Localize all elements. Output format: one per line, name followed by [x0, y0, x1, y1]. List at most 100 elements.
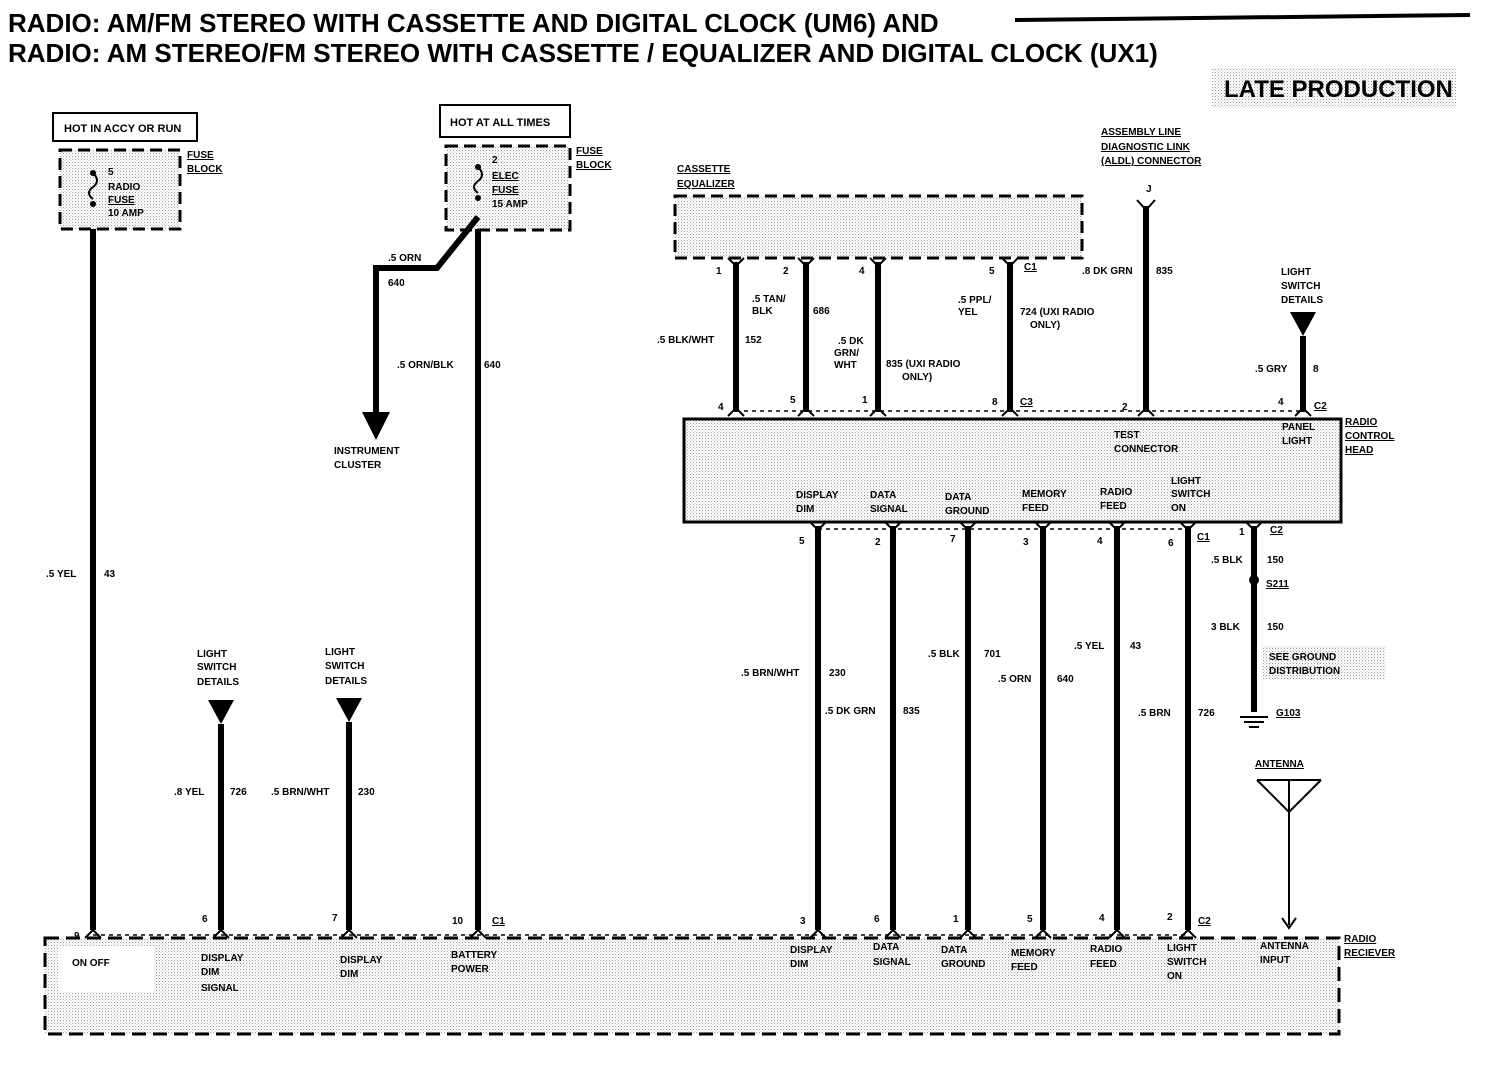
ch-top-conn-c2: C2: [1314, 401, 1327, 412]
on-off-clear: [58, 946, 154, 992]
radio-control-head-box: [682, 417, 1343, 524]
ch-top-pin-8: 8: [992, 397, 998, 408]
ls1-label-1: LIGHT: [197, 649, 227, 660]
rx-pin-2: 2: [1167, 912, 1173, 923]
ls3-label-3: DETAILS: [1281, 295, 1323, 306]
eq-pin-2: 2: [783, 266, 789, 277]
ls1-label-2: SWITCH: [197, 662, 236, 673]
receiver-label-1: RADIO: [1344, 934, 1376, 945]
battery-wire-color: .5 ORN/BLK: [397, 360, 454, 371]
equalizer-label-2: EQUALIZER: [677, 179, 736, 190]
ch-fn-ls-b: SWITCH: [1171, 489, 1210, 500]
panel-pin-end-icon: [1294, 406, 1312, 417]
rx-fn-dd2-a: DISPLAY: [790, 945, 833, 956]
cluster-label-2: CLUSTER: [334, 460, 382, 471]
eq-wire3-color3: WHT: [834, 360, 857, 371]
rx-fn-data-b: SIGNAL: [873, 957, 911, 968]
radio-receiver-box: [43, 936, 1341, 1036]
fuse-block-left-1: FUSE: [187, 150, 214, 161]
hot-accy-label: HOT IN ACCY OR RUN: [64, 123, 181, 135]
aldl-label-1: ASSEMBLY LINE: [1101, 127, 1181, 138]
rx-fn-dgnd-a: DATA: [941, 945, 967, 956]
mid2-color: .5 DK GRN: [825, 706, 876, 717]
elec-fuse-rating: 15 AMP: [492, 199, 528, 210]
dim1-color: .8 YEL: [174, 787, 204, 798]
wire-accy-color: .5 YEL: [46, 569, 76, 580]
aldl-pin-end-icon: [1137, 406, 1155, 417]
rx-fn-bat-b: POWER: [451, 964, 490, 975]
rx-fn-ant-a: ANTENNA: [1260, 941, 1309, 952]
ls1-label-3: DETAILS: [197, 677, 239, 688]
receiver-label-2: RECIEVER: [1344, 948, 1396, 959]
receiver-pin-ends: [84, 928, 1197, 939]
ch-bot-pin-6: 6: [1168, 538, 1174, 549]
elec-fuse-icon: [473, 164, 483, 201]
aldl-pin: J: [1146, 184, 1152, 195]
mid5-circuit: 43: [1130, 641, 1142, 652]
title-line-2: RADIO: AM STEREO/FM STEREO WITH CASSETTE…: [8, 38, 1158, 68]
rx-fn-dds-b: DIM: [201, 967, 219, 978]
ch-fn-radio-b: FEED: [1100, 501, 1127, 512]
eq-wire4-circuit2: ONLY): [1030, 320, 1060, 331]
panel-light-2: LIGHT: [1282, 436, 1312, 447]
rx-fn-radio-b: FEED: [1090, 959, 1117, 970]
rx-fn-dgnd-b: GROUND: [941, 959, 985, 970]
ch-bot-pin-4: 4: [1097, 536, 1103, 547]
rx-pin-3: 3: [800, 916, 806, 927]
ch-bot-pin-7: 7: [950, 534, 956, 545]
see-ground-2: DISTRIBUTION: [1269, 666, 1340, 677]
rx-fn-radio-a: RADIO: [1090, 944, 1122, 955]
ch-fn-dgnd-b: GROUND: [945, 506, 989, 517]
eq-wire4-color2: YEL: [958, 307, 977, 318]
mid1-color: .5 BRN/WHT: [741, 668, 799, 679]
test-connector-2: CONNECTOR: [1114, 444, 1179, 455]
test-connector-1: TEST: [1114, 430, 1140, 441]
dim1-circuit: 726: [230, 787, 247, 798]
rx-conn-c2: C2: [1198, 916, 1211, 927]
cluster-label-1: INSTRUMENT: [334, 446, 400, 457]
mid1-circuit: 230: [829, 668, 846, 679]
rx-pin-4: 4: [1099, 913, 1105, 924]
eq-wire3-circuit: 835 (UXI RADIO: [886, 359, 961, 370]
eq-wire4-color1: .5 PPL/: [958, 295, 992, 306]
rx-fn-onoff: ON OFF: [72, 958, 110, 969]
ch-top-pin-4b: 4: [1278, 397, 1284, 408]
hot-all-times-box: [439, 104, 571, 138]
ground-color-1: .5 BLK: [1211, 555, 1243, 566]
dim2-circuit: 230: [358, 787, 375, 798]
ground-symbol-icon: [1240, 716, 1268, 728]
rx-fn-ant-b: INPUT: [1260, 955, 1290, 966]
eq-wire2-color1: .5 TAN/: [752, 294, 786, 305]
elec-fuse-block: [444, 144, 572, 232]
hot-all-times-label: HOT AT ALL TIMES: [450, 117, 550, 129]
ground-color-2: 3 BLK: [1211, 622, 1241, 633]
late-production-badge: [1212, 68, 1456, 108]
ch-fn-data-a: DATA: [870, 490, 896, 501]
eq-wires: [727, 257, 1019, 417]
equalizer-conn-c1: C1: [1024, 262, 1037, 273]
mid6-circuit: 726: [1198, 708, 1215, 719]
rx-fn-mem-b: FEED: [1011, 962, 1038, 973]
mid-wires: [809, 521, 1197, 930]
control-head-label-1: RADIO: [1345, 417, 1377, 428]
title-rule: [1014, 13, 1471, 22]
antenna-icon: [1256, 779, 1322, 930]
ch-bot-pin-2: 2: [875, 537, 881, 548]
ch-top-pin-4: 4: [718, 402, 724, 413]
rx-fn-ls-a: LIGHT: [1167, 943, 1197, 954]
fuse-block-right-2: BLOCK: [576, 160, 612, 171]
rx-fn-dd-b: DIM: [340, 969, 358, 980]
rx-pin-9: 9: [74, 931, 80, 942]
ch-bot-pin-5: 5: [799, 536, 805, 547]
fuse-block-right-1: FUSE: [576, 146, 603, 157]
cluster-arrow-icon: [362, 412, 390, 440]
mid6-color: .5 BRN: [1138, 708, 1171, 719]
ls3-arrow-icon: [1290, 312, 1316, 336]
title-line-1: RADIO: AM/FM STEREO WITH CASSETTE AND DI…: [8, 8, 939, 38]
splice-s211: S211: [1266, 579, 1289, 590]
ls2-label-1: LIGHT: [325, 647, 355, 658]
ch-fn-display-b: DIM: [796, 504, 814, 515]
rx-fn-ls-c: ON: [1167, 971, 1182, 982]
rx-pin-6a: 6: [202, 914, 208, 925]
ch-top-pin-5: 5: [790, 395, 796, 406]
